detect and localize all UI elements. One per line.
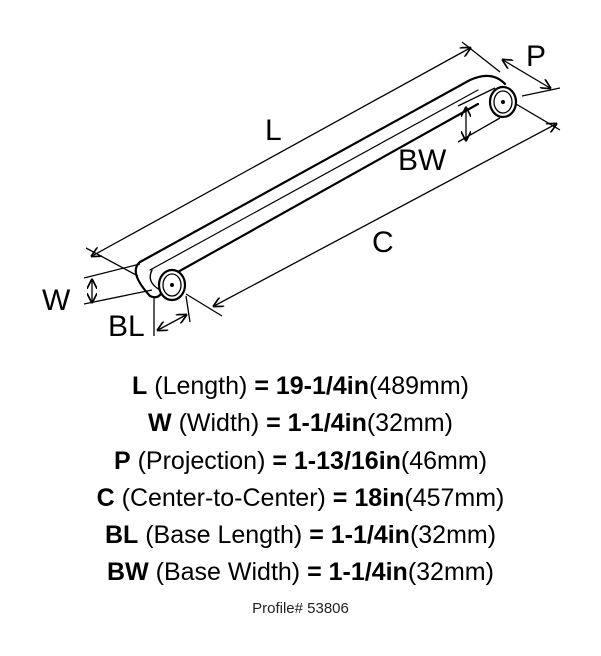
- label-W: W: [42, 284, 71, 317]
- spec-name: (Width): [171, 409, 267, 438]
- spec-imperial: 19-1/4in: [275, 372, 369, 400]
- handle-drawing: [134, 74, 518, 302]
- dimension-lines: [83, 41, 561, 336]
- spec-eq: =: [254, 372, 276, 400]
- spec-name: (Base Length): [138, 521, 310, 550]
- spec-imperial: 1-1/4in: [287, 409, 367, 438]
- spec-row-center: C (Center-to-Center) = 18in(457mm): [0, 480, 601, 517]
- spec-name: (Projection): [130, 446, 273, 475]
- spec-key: L: [132, 372, 148, 400]
- spec-name: (Length): [147, 372, 255, 400]
- spec-eq: =: [272, 446, 294, 475]
- dimension-specs: L (Length) = 19-1/4in(489mm) W (Width) =…: [0, 368, 601, 592]
- spec-imperial: 1-13/16in: [293, 446, 401, 475]
- label-C: C: [372, 226, 394, 259]
- handle-dimension-diagram: L P BW C W BL: [42, 40, 561, 343]
- spec-key: BW: [107, 558, 149, 587]
- spec-name: (Base Width): [148, 558, 308, 587]
- spec-key: BL: [104, 521, 139, 550]
- spec-row-length: L (Length) = 19-1/4in(489mm): [0, 368, 601, 405]
- label-P: P: [526, 40, 546, 73]
- spec-metric: (32mm): [407, 558, 494, 587]
- spec-name: (Center-to-Center): [114, 483, 333, 512]
- spec-metric: (489mm): [368, 372, 469, 400]
- spec-eq: =: [266, 409, 288, 438]
- spec-row-projection: P (Projection) = 1-13/16in(46mm): [0, 443, 601, 480]
- label-BL: BL: [108, 310, 145, 343]
- spec-key: P: [113, 446, 131, 475]
- spec-metric: (457mm): [404, 483, 505, 512]
- spec-row-base-length: BL (Base Length) = 1-1/4in(32mm): [0, 517, 601, 554]
- spec-metric: (32mm): [366, 409, 453, 438]
- spec-key: W: [148, 409, 172, 438]
- spec-eq: =: [307, 558, 329, 587]
- spec-row-base-width: BW (Base Width) = 1-1/4in(32mm): [0, 554, 601, 591]
- spec-key: C: [96, 483, 115, 512]
- label-BW: BW: [398, 144, 447, 177]
- spec-eq: =: [309, 521, 331, 550]
- profile-number: Profile# 53806: [252, 600, 349, 617]
- spec-eq: =: [332, 483, 355, 512]
- label-L: L: [265, 114, 282, 147]
- spec-imperial: 1-1/4in: [328, 558, 408, 587]
- spec-metric: (32mm): [409, 521, 497, 550]
- spec-imperial: 1-1/4in: [330, 521, 410, 550]
- spec-row-width: W (Width) = 1-1/4in(32mm): [0, 405, 601, 442]
- spec-imperial: 18in: [354, 483, 405, 512]
- spec-metric: (46mm): [400, 446, 488, 475]
